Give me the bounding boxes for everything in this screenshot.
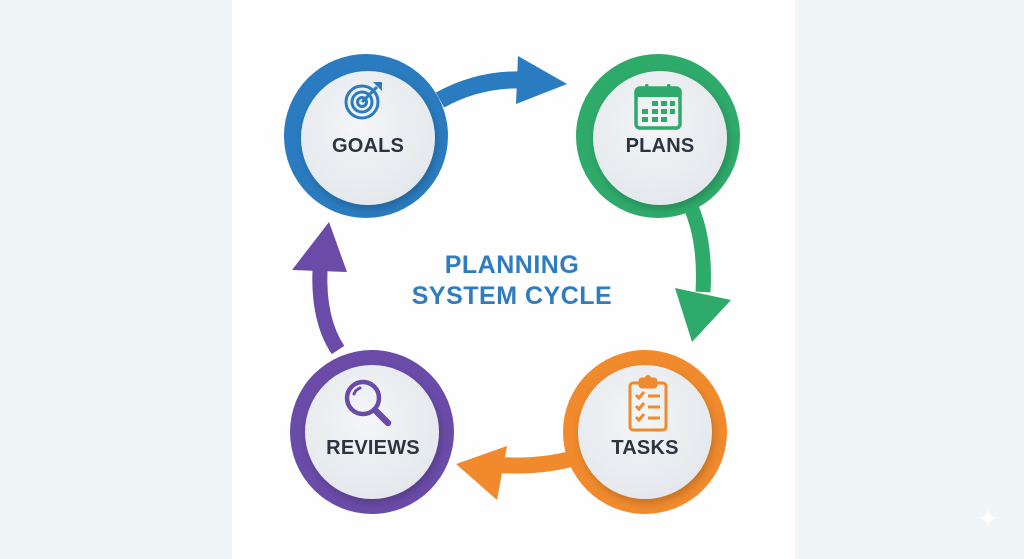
background-left [0, 0, 232, 559]
sparkle-watermark-icon [978, 508, 998, 528]
plans-label: PLANS [625, 135, 695, 157]
arrow-goals-to-plans [435, 56, 567, 108]
tasks-label: TASKS [611, 437, 679, 459]
node-goals[interactable] [284, 54, 448, 218]
clipboard-check-icon [628, 375, 668, 432]
goals-label: GOALS [331, 135, 405, 157]
title-line-2: SYSTEM CYCLE [411, 282, 613, 310]
node-reviews[interactable] [290, 350, 454, 514]
reviews-label: REVIEWS [326, 437, 420, 459]
title-line-1: PLANNING [444, 251, 580, 279]
node-tasks[interactable] [563, 350, 727, 514]
arrow-reviews-to-goals [292, 222, 347, 355]
magnifier-icon [344, 379, 392, 427]
target-icon [344, 82, 382, 120]
diagram-title: PLANNING SYSTEM CYCLE [380, 250, 644, 312]
background-right [795, 0, 1024, 559]
node-plans[interactable] [576, 54, 740, 218]
arrow-plans-to-tasks [675, 201, 731, 342]
calendar-icon [634, 84, 682, 130]
